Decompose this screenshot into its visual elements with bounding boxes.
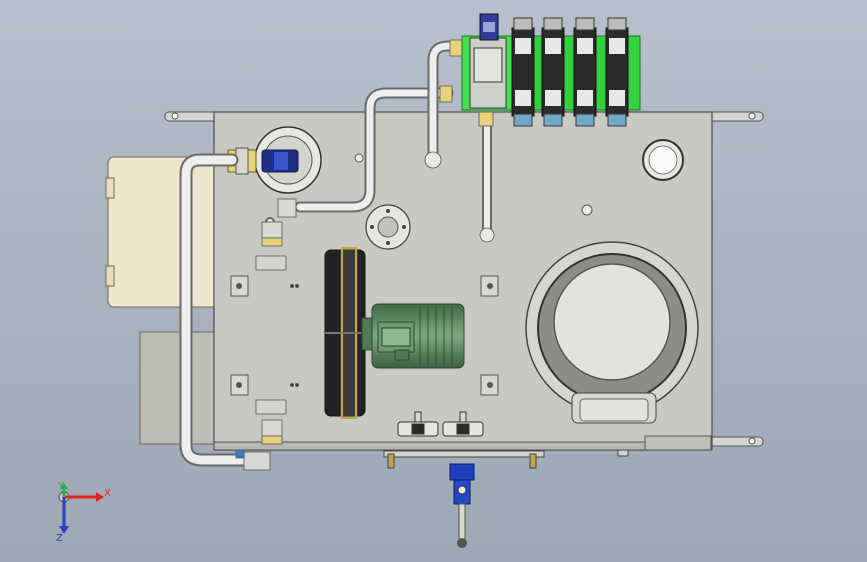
electric-motor[interactable] (361, 303, 465, 369)
pipe-fittings (235, 39, 495, 471)
coordinate-triad (58, 483, 104, 534)
ball-valve[interactable] (449, 463, 475, 548)
suction-filter[interactable] (525, 241, 699, 424)
oil-tank[interactable] (105, 156, 221, 445)
valve-4[interactable] (573, 17, 597, 127)
directional-valves[interactable] (469, 13, 629, 127)
valve-1[interactable] (469, 13, 507, 109)
valve-3[interactable] (541, 17, 565, 127)
triad-z-label: Z (56, 533, 63, 544)
plate-brackets (230, 153, 593, 396)
cooling-fan[interactable] (324, 247, 366, 419)
filler-cap[interactable] (642, 139, 684, 181)
mounting-ears (164, 111, 764, 447)
triad-x-label: X (104, 488, 111, 499)
bottom-rail (383, 449, 629, 469)
return-filter[interactable] (227, 126, 322, 194)
level-gauges[interactable] (397, 411, 484, 437)
triad-y-label: Y (58, 481, 65, 492)
pump-flange (365, 204, 411, 250)
valve-2[interactable] (511, 17, 535, 127)
valve-5[interactable] (605, 17, 629, 127)
